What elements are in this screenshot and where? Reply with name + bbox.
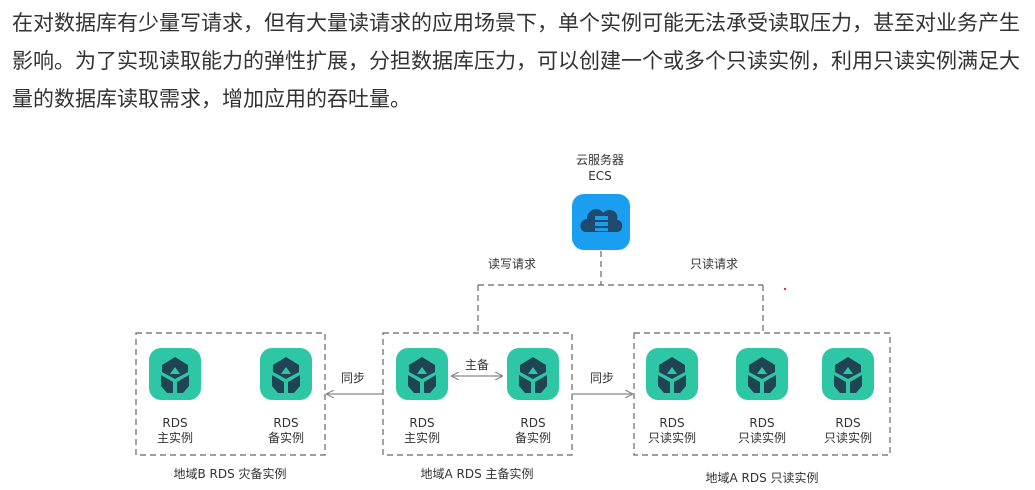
rds-icon (260, 348, 312, 400)
node-b-standby-line2: 备实例 (268, 430, 304, 445)
intro-paragraph: 在对数据库有少量写请求，但有大量读请求的应用场景下，单个实例可能无法承受读取压力… (12, 11, 1020, 111)
sync-right-label: 同步 (590, 371, 614, 385)
cloud-server-icon (572, 194, 630, 250)
request-connector (477, 251, 764, 333)
rds-icon (822, 348, 874, 400)
node-ro1-line2: 只读实例 (648, 430, 696, 445)
node-ro2-line2: 只读实例 (738, 430, 786, 445)
sync-left-label: 同步 (341, 371, 365, 385)
node-b-primary-line1: RDS (162, 416, 187, 430)
rds-icon (149, 348, 201, 400)
node-ro2-line1: RDS (749, 416, 774, 430)
rds-icon (736, 348, 788, 400)
read-write-label: 读写请求 (488, 257, 536, 271)
server-title: 云服务器 (576, 152, 624, 167)
node-b-standby-line1: RDS (273, 416, 298, 430)
node-a-primary-line1: RDS (409, 416, 434, 430)
node-b-primary-line2: 主实例 (157, 430, 193, 445)
rds-icon (646, 348, 698, 400)
node-ro1-line1: RDS (659, 416, 684, 430)
server-subtitle: ECS (588, 169, 612, 183)
primary-standby-label: 主备 (465, 358, 489, 372)
node-a-standby-line2: 备实例 (515, 430, 551, 445)
node-a-standby-line1: RDS (520, 416, 545, 430)
node-ro3-line1: RDS (835, 416, 860, 430)
region-a-primary-caption: 地域A RDS 主备实例 (420, 466, 533, 481)
rds-icon (396, 348, 448, 400)
read-only-label: 只读请求 (690, 257, 738, 271)
region-a-readonly-box (633, 332, 891, 456)
region-b-dr-box (135, 332, 326, 456)
region-b-dr-caption: 地域B RDS 灾备实例 (173, 466, 286, 481)
node-a-primary-line2: 主实例 (404, 430, 440, 445)
node-ro3-line2: 只读实例 (824, 430, 872, 445)
rds-icon (507, 348, 559, 400)
region-a-readonly-caption: 地域A RDS 只读实例 (705, 470, 818, 485)
stray-dot (783, 287, 787, 291)
